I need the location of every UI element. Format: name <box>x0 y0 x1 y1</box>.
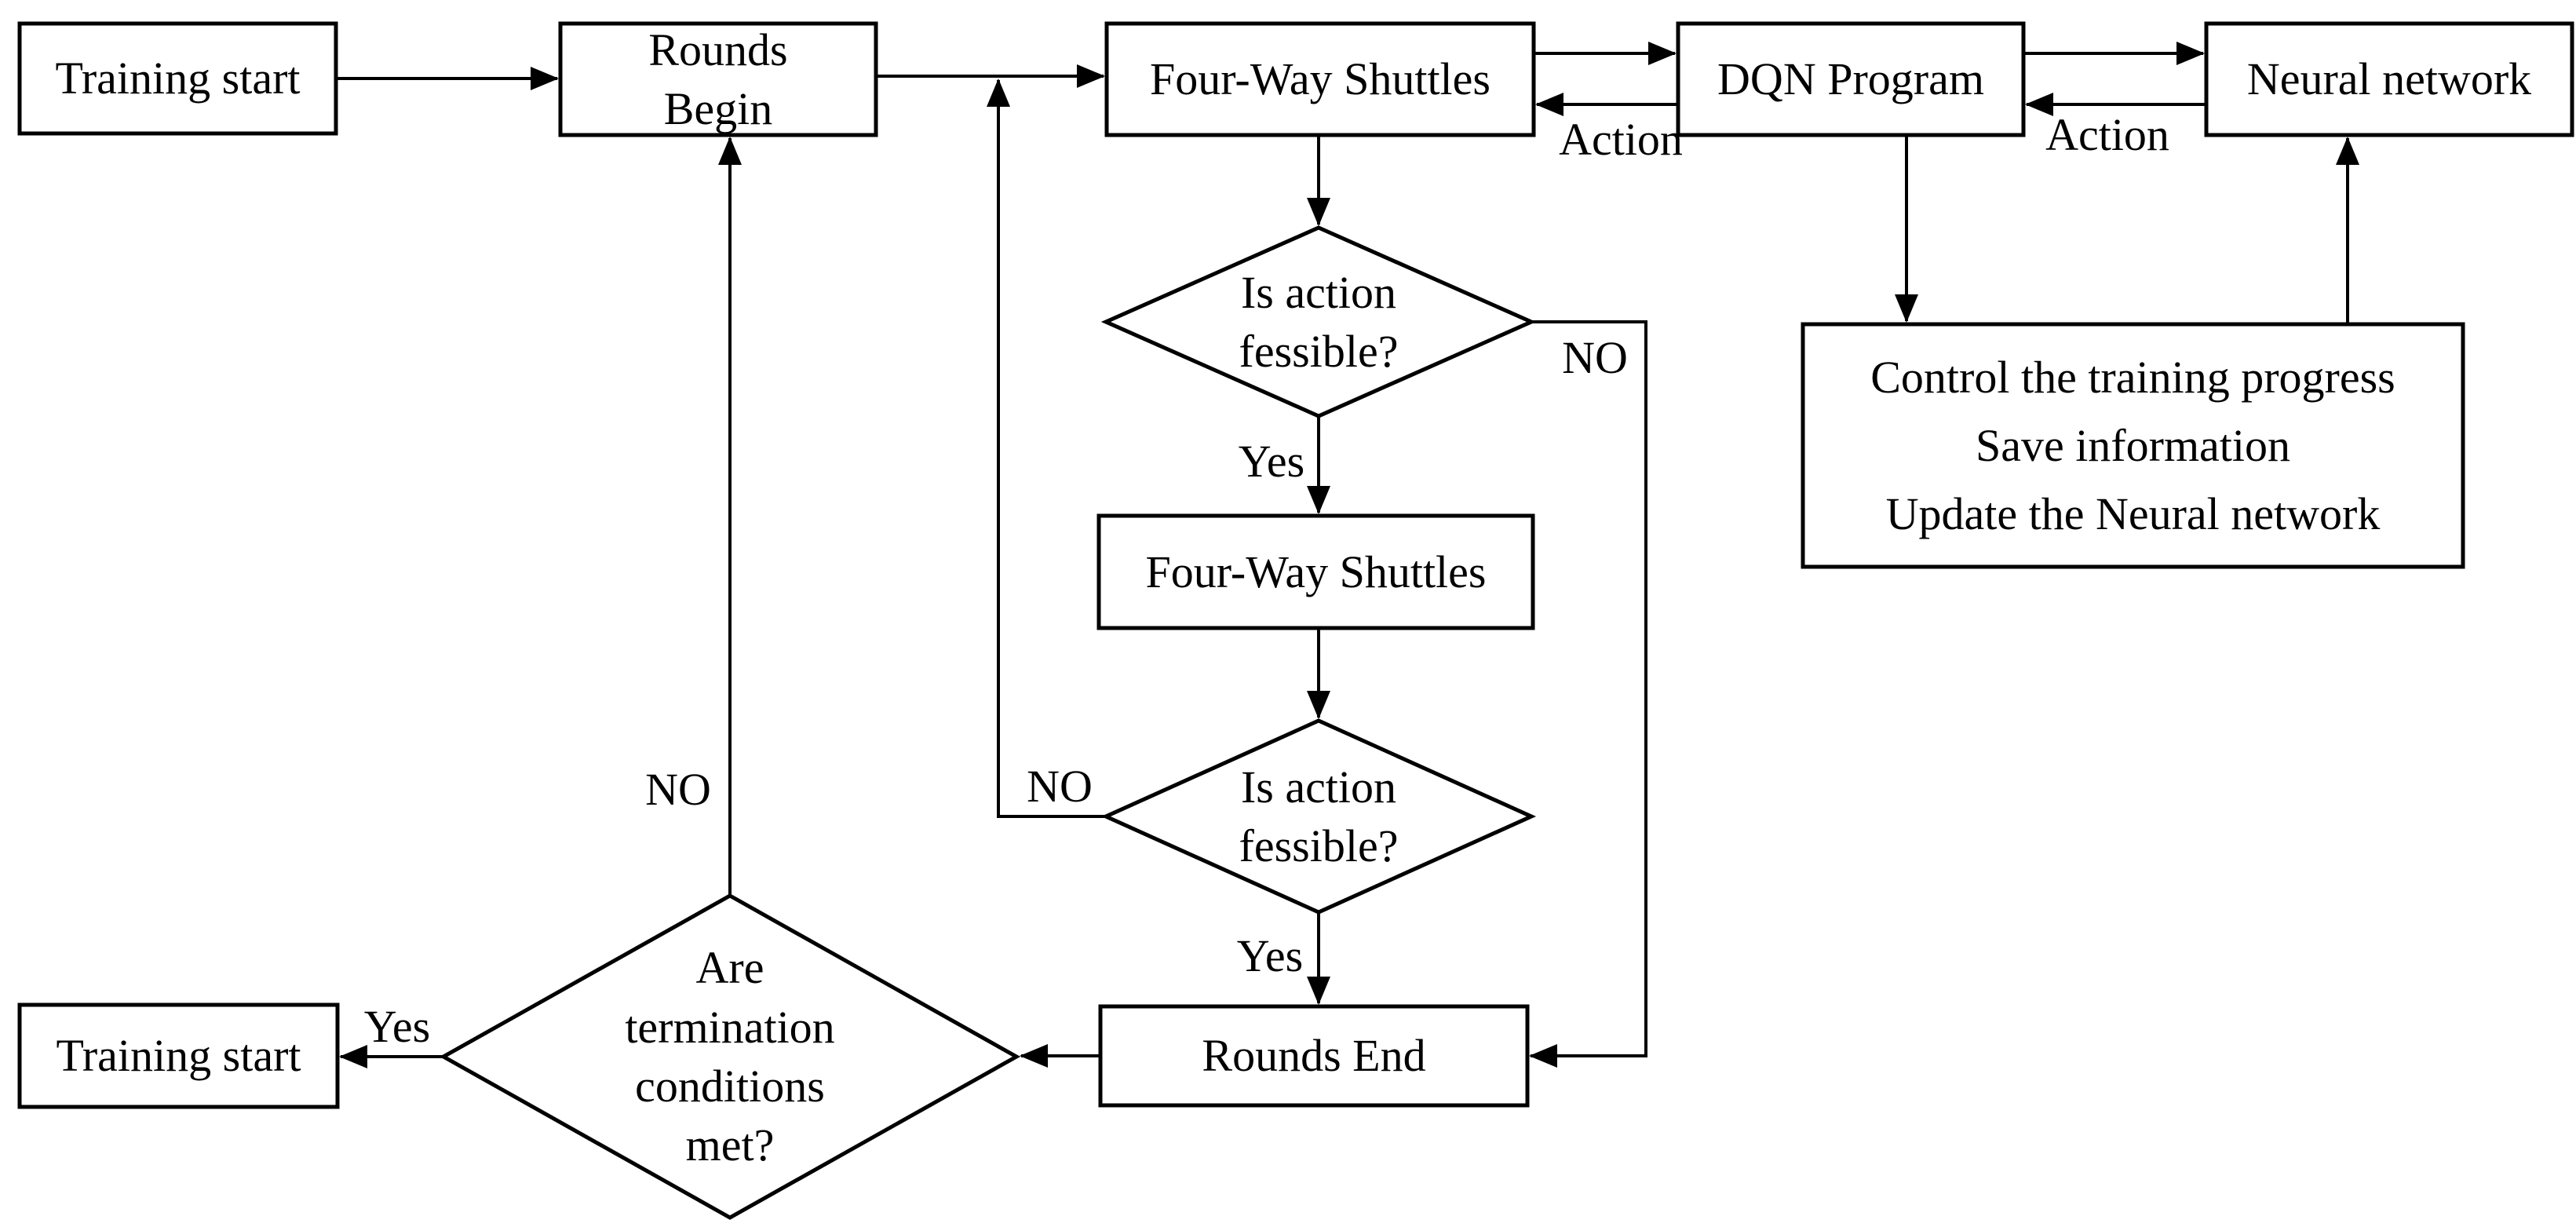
edge-label-termination-no: NO <box>645 764 711 815</box>
edge-label-action-shuttles-dqn: Action <box>1559 114 1683 165</box>
edge-label-action-nn-dqn: Action <box>2045 109 2169 160</box>
node-box-dqn-program <box>1676 21 2026 137</box>
node-box-control-tasks <box>1801 322 2465 569</box>
node-box-four-way-shuttles-mid <box>1096 513 1535 630</box>
decision-diamond-termination <box>439 893 1021 1220</box>
node-label-termination-check: Are termination conditions met? <box>625 942 835 1171</box>
node-box-training-start-top <box>17 21 338 136</box>
edge-label-check1-yes: Yes <box>1238 436 1305 487</box>
node-label-feasible-check-1: Is action fessible? <box>1239 266 1399 377</box>
node-label-rounds-begin: Rounds Begin <box>648 24 788 134</box>
node-label-dqn-program: DQN Program <box>1717 53 1984 105</box>
edge-label-check2-no: NO <box>1027 761 1093 812</box>
edge-label-check2-yes: Yes <box>1236 930 1304 981</box>
edge-check1-no-to-rounds-end <box>1529 320 1647 1068</box>
node-label-four-way-shuttles-mid: Four-Way Shuttles <box>1145 546 1487 597</box>
node-box-rounds-begin <box>558 21 878 137</box>
edge-check2-no-to-shuttles-loop <box>987 79 1106 818</box>
node-label-neural-network: Neural network <box>2246 53 2532 105</box>
node-label-rounds-end: Rounds End <box>1202 1030 1426 1082</box>
node-label-feasible-check-2: Is action fessible? <box>1239 761 1399 871</box>
edge-label-check1-no: NO <box>1562 332 1628 383</box>
node-label-training-start-top: Training start <box>55 53 301 104</box>
node-box-neural-network <box>2204 21 2574 137</box>
edge-label-termination-yes: Yes <box>363 1001 431 1052</box>
node-label-four-way-shuttles-top: Four-Way Shuttles <box>1150 53 1491 105</box>
node-box-training-start-bottom <box>17 1002 340 1109</box>
node-label-control-tasks: Control the training progress Save infor… <box>1870 352 2395 539</box>
node-label-training-start-bottom: Training start <box>56 1030 301 1082</box>
